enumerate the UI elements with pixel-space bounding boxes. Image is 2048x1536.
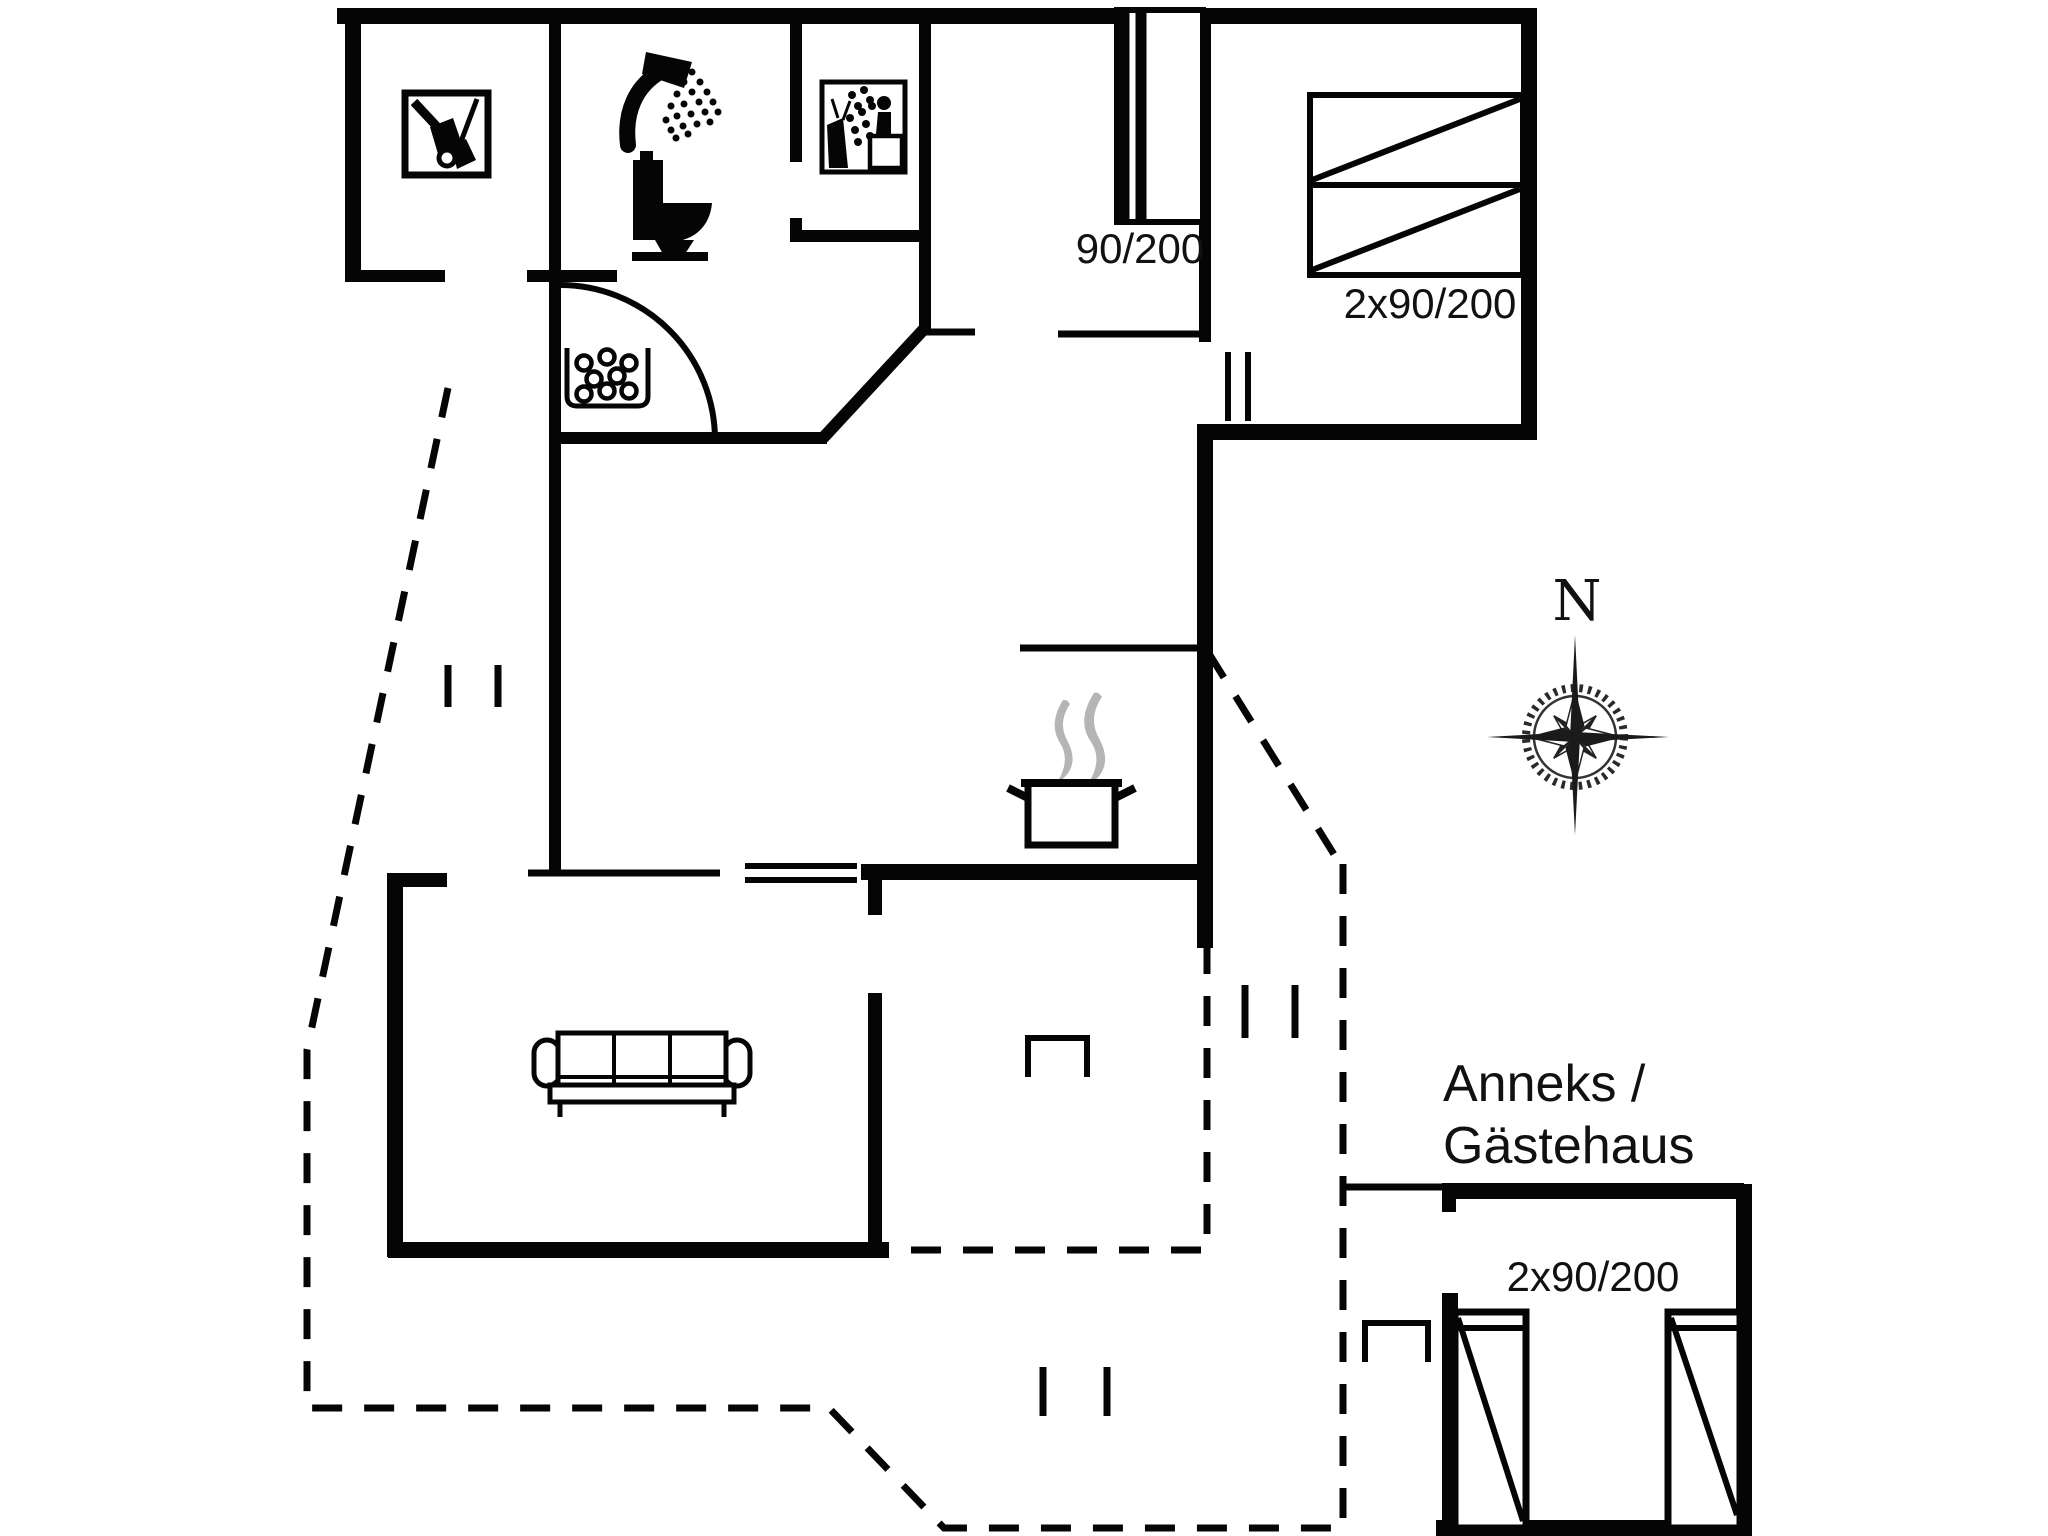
terrace-boundary xyxy=(303,387,1347,1536)
toilet-icon xyxy=(632,151,712,261)
annex-title-line1: Anneks / xyxy=(1443,1055,1646,1113)
bed-size-label-double-annex: 2x90/200 xyxy=(1506,1253,1680,1300)
shower-icon xyxy=(619,52,722,153)
walls-interior xyxy=(345,8,1442,1191)
compass-rose-icon xyxy=(1487,635,1669,835)
bed-size-label-single: 90/200 xyxy=(1075,225,1205,272)
stove-pot-icon xyxy=(1006,692,1137,849)
compass-north-label: N xyxy=(1552,569,1602,634)
door-arc-icon xyxy=(559,282,718,441)
bed-size-label-double-main: 2x90/200 xyxy=(1343,280,1517,327)
single-bed-icon xyxy=(1114,7,1206,225)
walls-outer xyxy=(337,8,1752,1536)
opening-ticks xyxy=(444,665,1299,1416)
utility-icon xyxy=(401,89,492,179)
steam-icon xyxy=(1054,692,1106,787)
window-icon xyxy=(745,352,1251,883)
annex-beds-icon xyxy=(1451,1308,1744,1532)
annex-title-line2: Gästehaus xyxy=(1443,1117,1695,1175)
double-bed-icon xyxy=(1307,92,1526,278)
sauna-icon xyxy=(819,79,908,175)
floor-drain-icon xyxy=(564,347,651,409)
threshold-marks xyxy=(1025,1035,1431,1362)
sofa-icon xyxy=(531,1030,753,1117)
